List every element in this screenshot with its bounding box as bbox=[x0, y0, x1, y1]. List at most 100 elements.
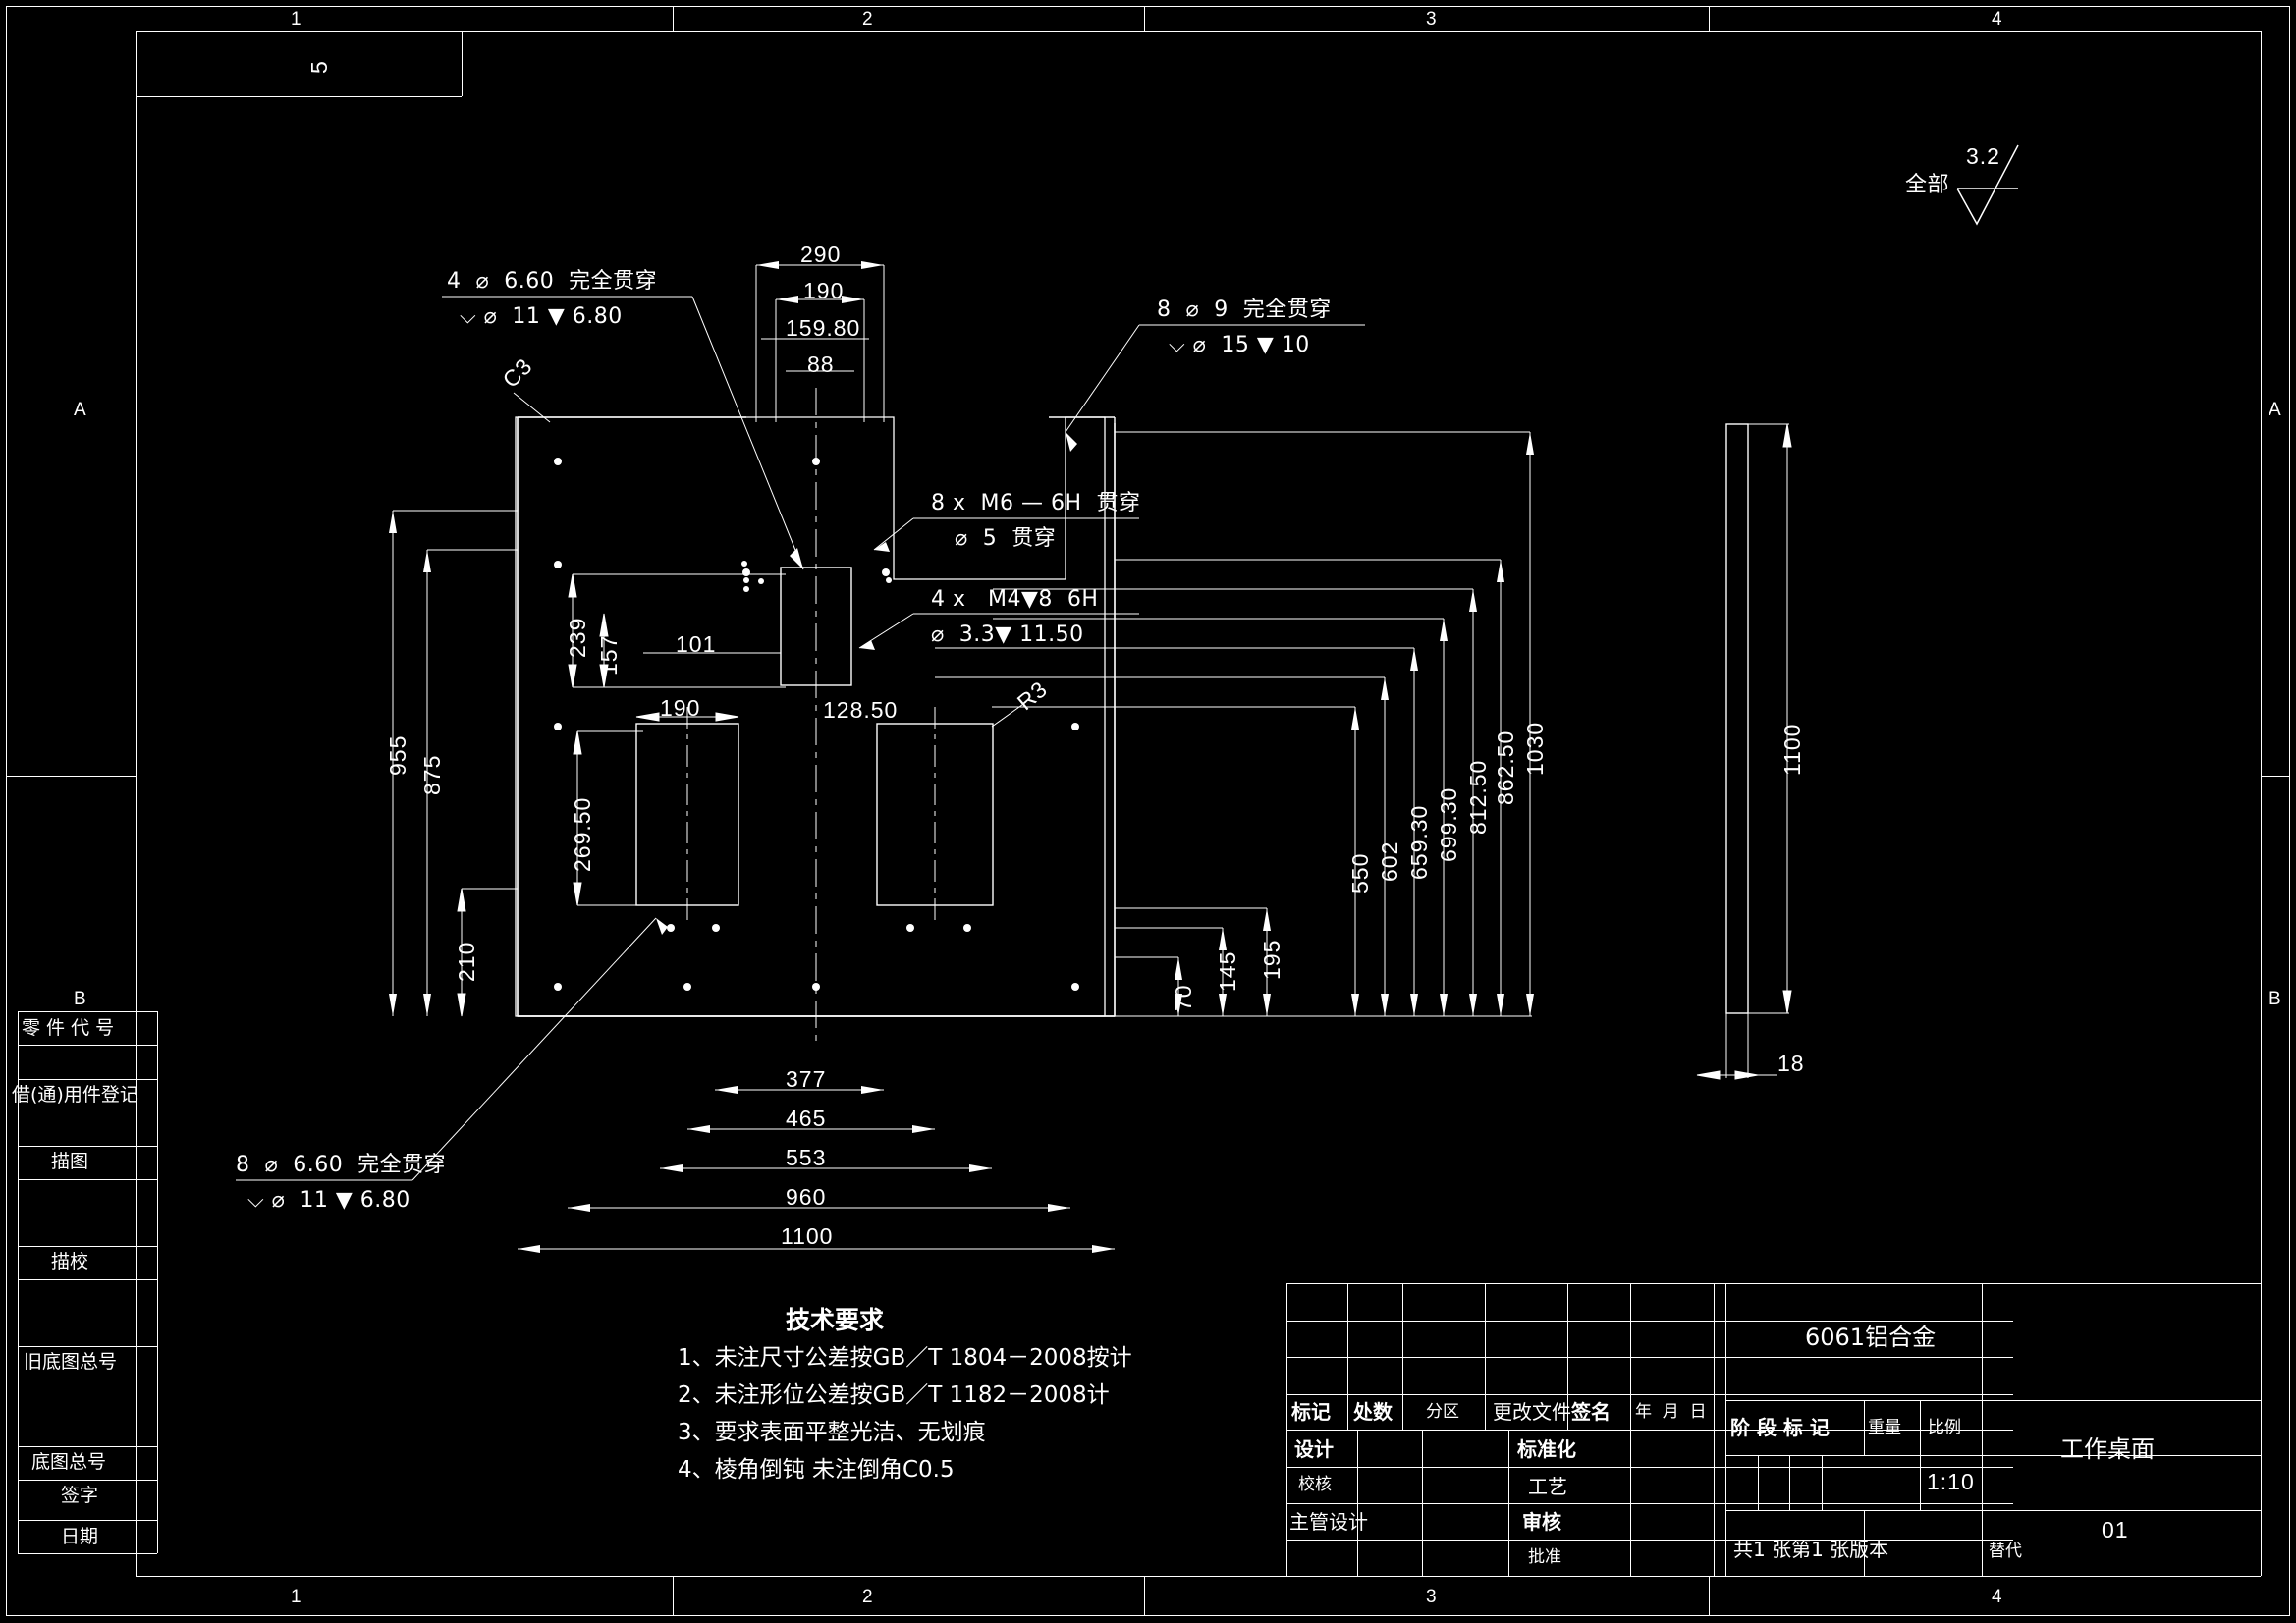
dim-70: 70 bbox=[1171, 984, 1196, 1011]
dim-553: 553 bbox=[786, 1145, 827, 1170]
left-panel-row-5 bbox=[18, 1246, 157, 1247]
dim-699-30: 699.30 bbox=[1436, 786, 1461, 862]
zone-label-right-a: A bbox=[2269, 400, 2281, 420]
tb-material: 6061铝合金 bbox=[1805, 1324, 1937, 1351]
left-panel-row-2 bbox=[18, 1079, 157, 1080]
dim-550: 550 bbox=[1347, 852, 1373, 893]
frame-inner-left bbox=[136, 31, 137, 1576]
left-panel-label-base-no: 底图总号 bbox=[31, 1451, 107, 1473]
dim-659-30: 659.30 bbox=[1406, 804, 1432, 880]
corner-box-bottom bbox=[136, 96, 462, 97]
tb-bottom bbox=[1286, 1576, 2261, 1577]
zone-label-left-b: B bbox=[74, 989, 86, 1009]
side-view-outline bbox=[1725, 423, 1749, 1014]
dim-side-thickness-18: 18 bbox=[1777, 1051, 1805, 1076]
tb-row-3 bbox=[1286, 1394, 2013, 1395]
tb-lv1 bbox=[1357, 1430, 1358, 1576]
tb-stage-header: 阶 段 标 记 bbox=[1730, 1416, 1830, 1439]
callout-m6-line2: ⌀ 5 贯穿 bbox=[955, 526, 1057, 551]
zone-tick-right-a bbox=[2261, 776, 2290, 777]
tb-v2 bbox=[1402, 1283, 1403, 1430]
dim-875: 875 bbox=[419, 754, 445, 795]
tb-rv5 bbox=[1758, 1455, 1759, 1510]
left-panel-label-signature: 签字 bbox=[61, 1485, 99, 1506]
callout-m4-line1: 4 x M4▼8 6H bbox=[931, 587, 1099, 612]
dim-145: 145 bbox=[1215, 950, 1240, 992]
left-panel-row-10 bbox=[18, 1480, 157, 1481]
dim-960: 960 bbox=[786, 1184, 827, 1210]
tb-role-chief-design: 主管设计 bbox=[1289, 1510, 1368, 1534]
left-panel-row-6 bbox=[18, 1279, 157, 1280]
tb-header-date: 年 月 日 bbox=[1635, 1402, 1707, 1422]
dim-128-50: 128.50 bbox=[823, 697, 899, 723]
tech-req-item-4: 4、棱角倒钝 未注倒角C0.5 bbox=[678, 1457, 955, 1483]
tb-top bbox=[1286, 1283, 2261, 1284]
tb-rv2 bbox=[1982, 1283, 1983, 1576]
tb-drawing-number: 01 bbox=[2102, 1517, 2129, 1542]
left-panel-label-trace-check: 描校 bbox=[51, 1251, 89, 1272]
left-panel-label-borrow-reg: 借(通)用件登记 bbox=[12, 1084, 138, 1106]
left-panel-row-12 bbox=[18, 1553, 157, 1554]
dim-radius-r3: R3 bbox=[1011, 676, 1053, 716]
dim-1100-bottom: 1100 bbox=[781, 1223, 834, 1249]
zone-tick-top-2 bbox=[1144, 6, 1145, 31]
tb-header-count: 处数 bbox=[1353, 1400, 1393, 1424]
zone-label-top-4: 4 bbox=[1992, 9, 2002, 29]
dim-157: 157 bbox=[596, 634, 622, 676]
left-panel-label-trace: 描图 bbox=[51, 1151, 89, 1172]
dim-88: 88 bbox=[807, 352, 835, 377]
dim-195: 195 bbox=[1259, 939, 1285, 980]
tb-row-header bbox=[1286, 1430, 2013, 1431]
tb-rv3 bbox=[1864, 1400, 1865, 1455]
corner-number: 5 bbox=[306, 60, 332, 74]
tb-rv1 bbox=[1725, 1283, 1726, 1576]
dim-290: 290 bbox=[800, 242, 842, 267]
dim-1030: 1030 bbox=[1522, 721, 1548, 776]
tb-header-mark: 标记 bbox=[1291, 1400, 1331, 1424]
tb-v5 bbox=[1630, 1283, 1631, 1430]
callout-top-left-line1: 4 ⌀ 6.60 完全贯穿 bbox=[447, 269, 658, 294]
zone-label-bottom-3: 3 bbox=[1426, 1587, 1437, 1607]
dim-190-inner: 190 bbox=[660, 695, 701, 721]
tb-header-signature: 签名 bbox=[1571, 1400, 1611, 1424]
left-panel-row-3 bbox=[18, 1146, 157, 1147]
surface-finish-value: 3.2 bbox=[1966, 143, 2000, 169]
tb-row-6 bbox=[1286, 1540, 2013, 1541]
tb-v1 bbox=[1347, 1283, 1348, 1430]
left-panel-row-9 bbox=[18, 1446, 157, 1447]
dim-602: 602 bbox=[1377, 840, 1402, 882]
tb-role-review: 审核 bbox=[1522, 1510, 1561, 1534]
tb-header-change-doc: 更改文件 bbox=[1493, 1400, 1571, 1424]
dim-239: 239 bbox=[565, 617, 590, 658]
left-panel-row-7 bbox=[18, 1346, 157, 1347]
left-panel-row-0 bbox=[18, 1011, 157, 1012]
tb-v3 bbox=[1485, 1283, 1486, 1430]
tb-part-name: 工作桌面 bbox=[2060, 1435, 2155, 1463]
tb-rv4 bbox=[1920, 1400, 1921, 1510]
dim-812-50: 812.50 bbox=[1465, 759, 1491, 835]
left-panel-label-part-code: 零 件 代 号 bbox=[22, 1017, 115, 1039]
dim-190-top: 190 bbox=[803, 278, 845, 303]
tb-row-1 bbox=[1286, 1321, 2013, 1322]
left-panel-row-11 bbox=[18, 1520, 157, 1521]
dim-269-50: 269.50 bbox=[570, 796, 595, 872]
zone-label-top-1: 1 bbox=[291, 9, 301, 29]
tech-req-item-2: 2、未注形位公差按GB／T 1182－2008计 bbox=[678, 1382, 1110, 1408]
zone-tick-top-1 bbox=[673, 6, 674, 31]
tb-rv7 bbox=[1822, 1455, 1823, 1510]
zone-tick-bot-3 bbox=[1709, 1576, 1710, 1615]
zone-label-left-a: A bbox=[74, 400, 86, 420]
tech-req-item-1: 1、未注尺寸公差按GB／T 1804－2008按计 bbox=[678, 1345, 1132, 1371]
zone-tick-bot-1 bbox=[673, 1576, 674, 1615]
tb-role-process: 工艺 bbox=[1528, 1475, 1567, 1498]
left-panel-label-date: 日期 bbox=[61, 1526, 99, 1547]
callout-bottom-left-line1: 8 ⌀ 6.60 完全贯穿 bbox=[236, 1153, 447, 1177]
dim-side-height-1100: 1100 bbox=[1779, 723, 1805, 776]
dim-465: 465 bbox=[786, 1106, 827, 1131]
tb-rv6 bbox=[1789, 1455, 1790, 1510]
callout-top-left-line2: ⌵ ⌀ 11 ▼ 6.80 bbox=[460, 304, 623, 329]
tb-rh1 bbox=[1725, 1400, 2261, 1401]
tb-role-check: 校核 bbox=[1298, 1475, 1332, 1494]
tb-role-standardize: 标准化 bbox=[1517, 1437, 1576, 1461]
